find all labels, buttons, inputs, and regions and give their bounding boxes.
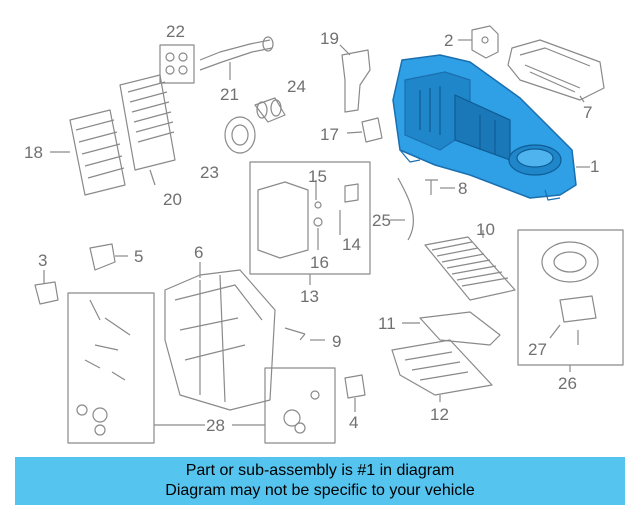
callout-15: 15 (308, 167, 327, 186)
part-28-group (67, 292, 336, 444)
callout-18: 18 (24, 143, 43, 162)
part-7-housing (507, 39, 605, 103)
part-11-trim (402, 311, 501, 346)
part-23-seal (224, 116, 256, 154)
callout-labels: 1 2 3 4 5 6 7 8 9 10 11 12 13 14 15 16 1… (24, 22, 599, 435)
part-20-heater-core (119, 74, 176, 186)
part-8-screw (425, 179, 455, 195)
callout-25: 25 (372, 211, 391, 230)
callout-7: 7 (583, 103, 592, 122)
callout-16: 16 (310, 253, 329, 272)
callout-11: 11 (378, 314, 396, 333)
part-3-bracket (34, 270, 59, 305)
callout-13: 13 (300, 287, 319, 306)
callout-10: 10 (476, 220, 495, 239)
callout-12: 12 (430, 405, 449, 424)
callout-8: 8 (458, 179, 467, 198)
part-22-seals (159, 44, 195, 84)
info-banner: Part or sub-assembly is #1 in diagram Di… (15, 457, 625, 505)
part-9-screw (284, 327, 325, 341)
callout-21: 21 (220, 85, 239, 104)
callout-4: 4 (349, 413, 358, 432)
callout-27: 27 (528, 340, 547, 359)
callout-6: 6 (194, 243, 203, 262)
callout-1: 1 (590, 157, 599, 176)
callout-23: 23 (200, 163, 219, 182)
part-5-sensor (89, 243, 128, 271)
part-21-pipes (199, 36, 274, 80)
callout-24: 24 (287, 77, 306, 96)
hvac-housing-part-1[interactable] (392, 54, 577, 201)
callout-26: 26 (558, 374, 577, 393)
part-17-actuator (346, 117, 383, 143)
part-24-gasket (254, 97, 286, 123)
part-2-bracket (458, 25, 499, 59)
callout-3: 3 (38, 251, 47, 270)
callout-14: 14 (342, 235, 361, 254)
callout-5: 5 (134, 247, 143, 266)
callout-9: 9 (332, 332, 341, 351)
part-4-clip (344, 374, 366, 412)
parts-diagram: 1 2 3 4 5 6 7 8 9 10 11 12 13 14 15 16 1… (24, 22, 624, 444)
banner-line-1: Part or sub-assembly is #1 in diagram (185, 462, 455, 479)
callout-22: 22 (166, 22, 185, 41)
part-10-filter (424, 236, 516, 301)
callout-2: 2 (444, 31, 453, 50)
callout-20: 20 (163, 190, 182, 209)
callout-17: 17 (320, 125, 339, 144)
part-18-evaporator (50, 109, 126, 196)
part-6-housing (164, 262, 276, 411)
part-12-panel (391, 339, 493, 402)
callout-19: 19 (320, 29, 339, 48)
part-25-hose (390, 177, 415, 241)
callout-28: 28 (206, 416, 225, 435)
part-19-bracket (339, 44, 371, 113)
banner-line-2: Diagram may not be specific to your vehi… (165, 482, 475, 499)
